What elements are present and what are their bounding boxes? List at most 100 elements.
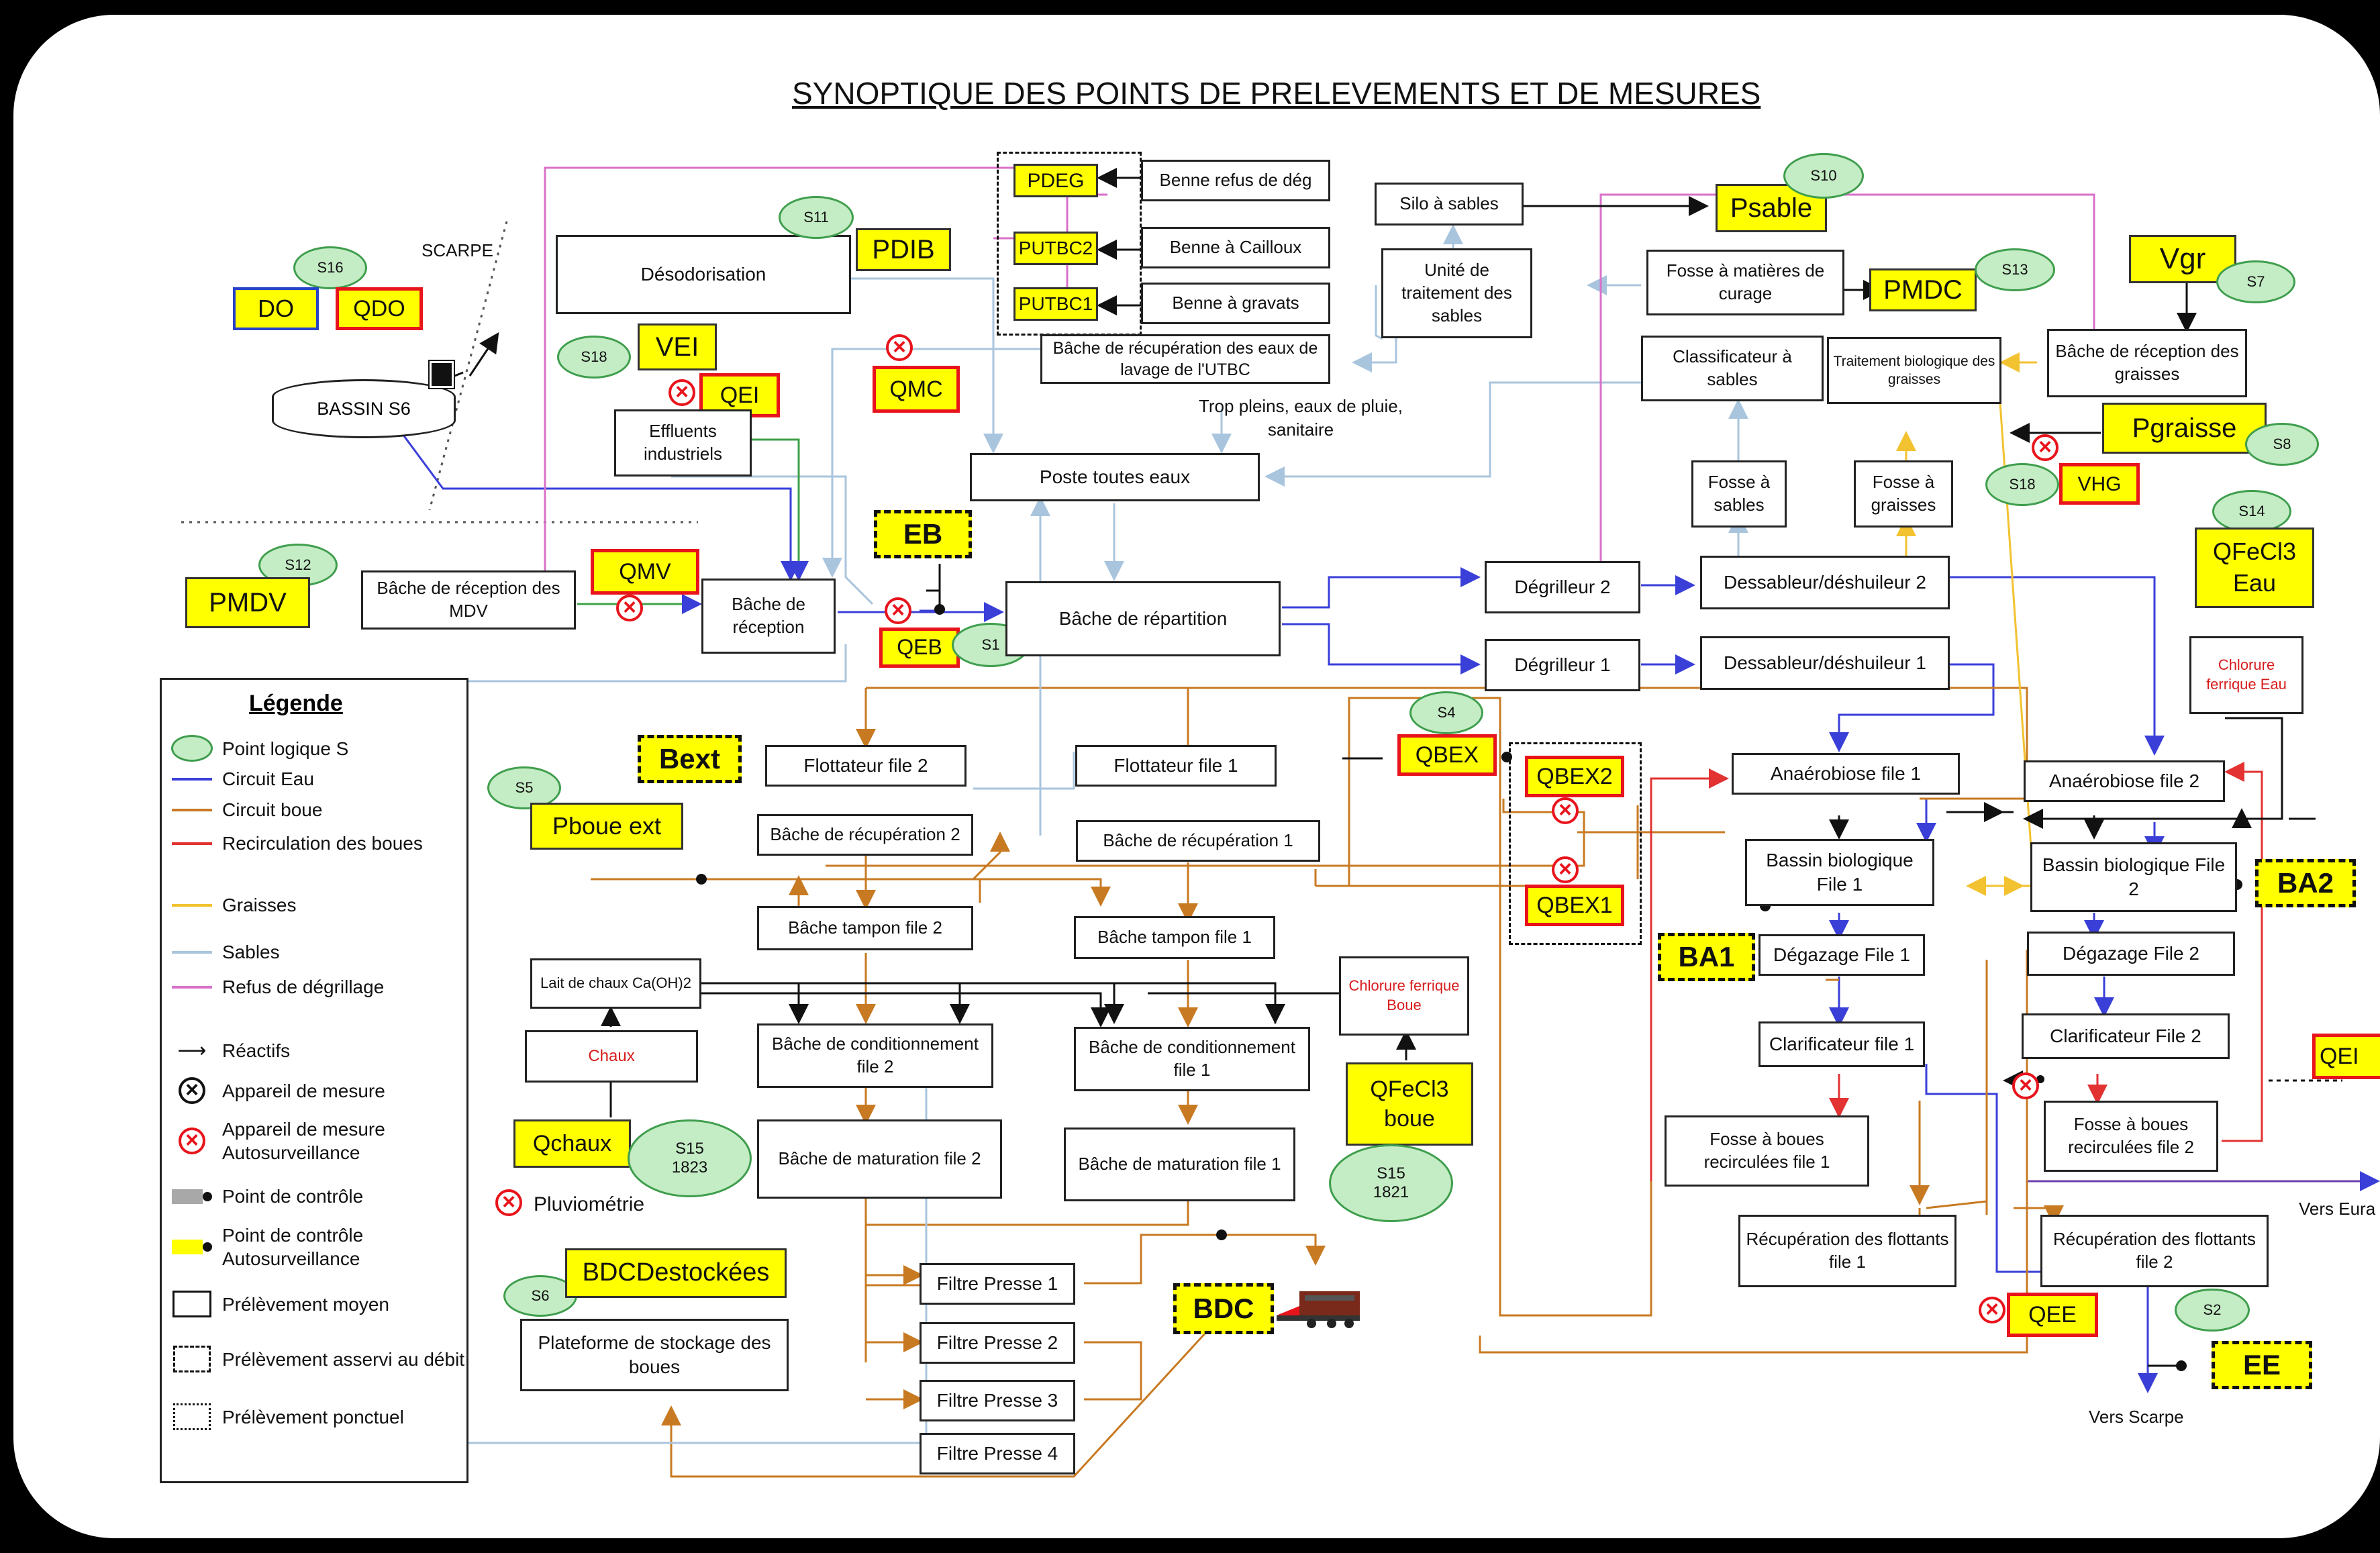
point-qdo: QDO	[336, 287, 423, 330]
point-qmc: QMC	[873, 366, 960, 413]
point-pdeg: PDEG	[1013, 164, 1098, 197]
box-dessab1: Dessableur/déshuileur 1	[1700, 636, 1950, 690]
box-benne-cailloux: Benne à Cailloux	[1141, 227, 1330, 268]
label-pluviometrie: Pluviométrie	[534, 1193, 645, 1215]
point-qbex: QBEX	[1397, 734, 1497, 776]
label-trop-pleins: Trop pleins, eaux de pluie, sanitaire	[1198, 396, 1403, 440]
box-fosse-curage: Fosse à matières de curage	[1646, 250, 1844, 315]
point-qfecl3-eau: QFeCl3 Eau	[2195, 528, 2314, 608]
control-point-icon	[172, 1189, 203, 1204]
diagram-title: SYNOPTIQUE DES POINTS DE PRELEVEMENTS ET…	[792, 76, 1761, 111]
legend-item-prelevement-ponctuel: Prélèvement ponctuel	[162, 1403, 470, 1430]
box-anaerobie2: Anaérobiose file 2	[2024, 760, 2225, 802]
point-qbex1: QBEX1	[1525, 885, 1624, 926]
point-ee: EE	[2212, 1341, 2312, 1389]
point-bdc-destockees: BDCDestockées	[565, 1248, 787, 1298]
point-do: DO	[233, 287, 319, 330]
box-degrilleur1: Dégrilleur 1	[1485, 639, 1640, 691]
light-blue-line-icon	[172, 950, 212, 954]
box-fosse-sables: Fosse à sables	[1691, 460, 1787, 528]
bassin-s6-tank: BASSIN S6	[272, 379, 456, 438]
box-desodorisation: Désodorisation	[556, 235, 851, 314]
green-ellipse-icon	[171, 735, 213, 762]
box-classificateur: Classificateur à sables	[1641, 336, 1824, 401]
box-degrilleur2: Dégrilleur 2	[1485, 561, 1640, 613]
legend-item-controle-auto: Point de contrôle Autosurveillance	[162, 1223, 470, 1270]
point-putbc1: PUTBC1	[1013, 287, 1098, 321]
box-anaerobie1: Anaérobiose file 1	[1732, 753, 1960, 795]
box-fp1: Filtre Presse 1	[920, 1263, 1075, 1305]
auto-measure-device-icon: ×	[616, 595, 643, 621]
legend-item-prelevement-moyen: Prélèvement moyen	[162, 1291, 470, 1317]
point-qchaux: Qchaux	[513, 1119, 631, 1168]
legend-item-refus: Refus de dégrillage	[162, 975, 470, 999]
point-s16: S16	[293, 246, 367, 289]
point-qei-right: QEI	[2312, 1034, 2380, 1079]
box-clarif2: Clarificateur File 2	[2022, 1013, 2230, 1059]
orange-line-icon	[172, 808, 212, 811]
auto-measure-device-icon: ×	[886, 334, 913, 361]
point-bdc: BDC	[1173, 1283, 1274, 1334]
legend-box: Légende Point logique S Circuit Eau Circ…	[160, 678, 468, 1483]
box-bache-mdv: Bâche de réception des MDV	[361, 570, 576, 630]
point-s2: S2	[2175, 1289, 2250, 1332]
auto-measure-device-icon: ×	[495, 1189, 522, 1216]
point-pgraisse: Pgraisse	[2102, 403, 2267, 454]
point-s8: S8	[2245, 423, 2319, 466]
box-chaux: Chaux	[525, 1030, 698, 1083]
point-s7: S7	[2216, 260, 2295, 303]
legend-item-graisses: Graisses	[162, 893, 470, 917]
point-pmdc: PMDC	[1869, 268, 1977, 311]
box-lait-chaux: Lait de chaux Ca(OH)2	[530, 958, 701, 1009]
box-flottateur1: Flottateur file 1	[1075, 745, 1277, 787]
box-chlorure-boue: Chlorure ferrique Boue	[1339, 956, 1469, 1036]
auto-measure-device-icon: ×	[668, 379, 695, 406]
box-bache-graisses: Bâche de réception des graisses	[2047, 329, 2247, 397]
measure-device-icon: ×	[179, 1077, 205, 1104]
point-s13: S13	[1975, 248, 2055, 291]
point-qfecl3-boue: QFeCl3 boue	[1346, 1062, 1473, 1146]
legend-item-point-logique: Point logique S	[162, 735, 470, 762]
box-fp3: Filtre Presse 3	[920, 1380, 1075, 1421]
legend-item-recirculation: Recirculation des boues	[162, 832, 470, 855]
point-ba2: BA2	[2255, 859, 2356, 907]
point-s4: S4	[1409, 691, 1483, 734]
legend-item-sables: Sables	[162, 940, 470, 964]
box-bassin-bio1: Bassin biologique File 1	[1745, 839, 1934, 906]
point-ba1: BA1	[1658, 933, 1755, 981]
box-clarif1: Clarificateur file 1	[1758, 1021, 1925, 1067]
box-recup-flott2: Récupération des flottants file 2	[2040, 1215, 2269, 1287]
auto-measure-device-icon: ×	[1552, 856, 1579, 883]
auto-control-point-icon	[172, 1240, 203, 1254]
box-fosse-recirc1: Fosse à boues recirculées file 1	[1665, 1115, 1869, 1187]
box-benne-refus: Benne refus de dég	[1141, 160, 1330, 201]
box-chlorure-eau: Chlorure ferrique Eau	[2189, 636, 2303, 714]
box-poste-toutes-eaux: Poste toutes eaux	[970, 453, 1260, 501]
point-psable: Psable	[1716, 184, 1827, 232]
box-fosse-graisses: Fosse à graisses	[1854, 460, 1953, 528]
point-pdib: PDIB	[856, 228, 951, 271]
box-bassin-bio2: Bassin biologique File 2	[2030, 842, 2237, 912]
legend-item-controle: Point de contrôle	[162, 1185, 470, 1208]
legend-heading: Légende	[249, 691, 343, 716]
box-dessab2: Dessableur/déshuileur 2	[1700, 556, 1950, 609]
sampler-icon	[428, 360, 455, 389]
point-vhg: VHG	[2059, 463, 2140, 505]
auto-measure-device-icon: ×	[2032, 434, 2059, 461]
solid-box-icon	[172, 1291, 211, 1317]
point-putbc2: PUTBC2	[1013, 232, 1098, 265]
legend-item-reactifs: ⟶Réactifs	[177, 1040, 291, 1062]
auto-measure-device-icon: ×	[885, 597, 911, 624]
point-qbex2: QBEX2	[1525, 756, 1624, 797]
point-qee: QEE	[2007, 1293, 2098, 1337]
box-recup1: Bâche de récupération 1	[1076, 820, 1320, 862]
box-mat1: Bâche de maturation file 1	[1064, 1128, 1295, 1201]
legend-item-circuit-eau: Circuit Eau	[162, 767, 470, 791]
pink-line-icon	[172, 985, 212, 989]
box-plateforme: Plateforme de stockage des boues	[520, 1319, 789, 1391]
legend-item-prelevement-asservi: Prélèvement asservi au débit	[162, 1346, 470, 1372]
box-trait-bio-graisses: Traitement biologique des graisses	[1827, 337, 2001, 404]
box-fp4: Filtre Presse 4	[920, 1433, 1075, 1474]
box-cond1: Bâche de conditionnement file 1	[1074, 1027, 1310, 1091]
